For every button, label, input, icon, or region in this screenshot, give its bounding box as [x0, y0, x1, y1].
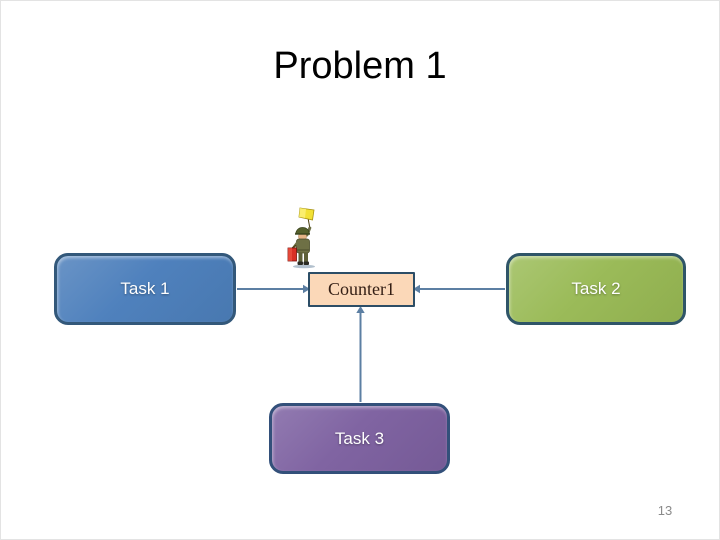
diagram-node-task2: Task 2 — [506, 253, 686, 325]
connector-task2-counter1 — [413, 284, 505, 294]
diagram-node-counter1: Counter1 — [308, 272, 415, 307]
connector-task1-counter1 — [237, 284, 310, 294]
connector-task3-counter1 — [356, 306, 365, 402]
signalman-soldier-flags-icon — [287, 207, 315, 269]
diagram-node-task1: Task 1 — [54, 253, 236, 325]
diagram-node-task3: Task 3 — [269, 403, 450, 474]
arrowhead-up-icon — [356, 306, 365, 313]
node-label-counter1: Counter1 — [328, 279, 395, 299]
slide-title: Problem 1 — [273, 45, 447, 87]
node-label-task1: Task 1 — [120, 279, 170, 298]
slide-page-number: 13 — [657, 503, 673, 518]
node-label-task2: Task 2 — [571, 279, 621, 298]
node-label-task3: Task 3 — [334, 428, 385, 448]
